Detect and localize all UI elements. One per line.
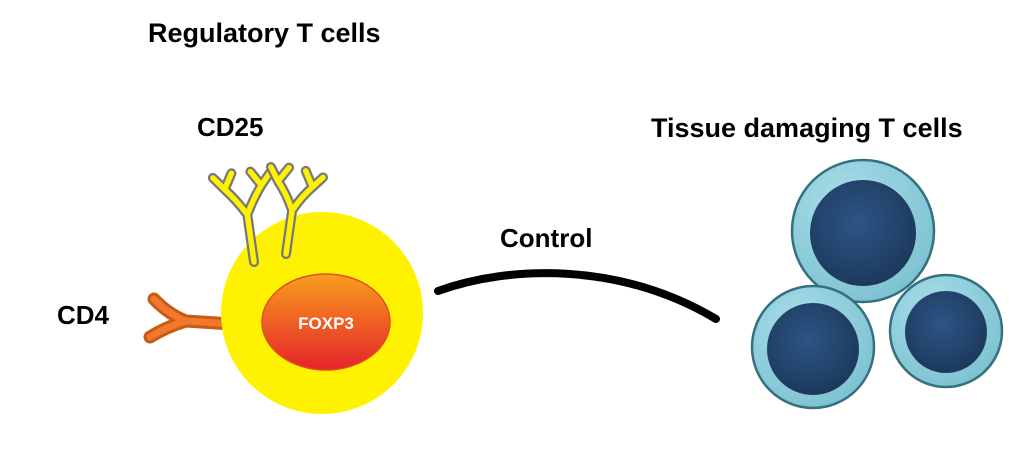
t-cell-nucleus (810, 180, 916, 286)
control-label: Control (500, 223, 592, 253)
tissue-t-cell-top (790, 158, 936, 304)
foxp3-nucleus (261, 273, 391, 371)
t-cell-nucleus (905, 291, 987, 373)
tissue-t-cell-bottom-right (888, 273, 1004, 389)
cd4-label: CD4 (57, 300, 110, 330)
cd25-receptor-right-fill (268, 164, 326, 257)
tissue-t-cell-bottom-left (750, 284, 876, 410)
cd25-receptor-left (207, 166, 275, 267)
cd25-receptor-right (265, 162, 329, 259)
control-curve (434, 269, 720, 323)
cd4-receptor (143, 292, 239, 344)
title-regulatory-t-cells: Regulatory T cells (148, 18, 381, 48)
title-tissue-damaging-t-cells: Tissue damaging T cells (651, 113, 963, 143)
foxp3-label: FOXP3 (298, 314, 354, 333)
t-cell-nucleus (767, 303, 859, 395)
cd25-receptor-left-fill (210, 168, 273, 265)
cd25-label: CD25 (197, 112, 263, 142)
